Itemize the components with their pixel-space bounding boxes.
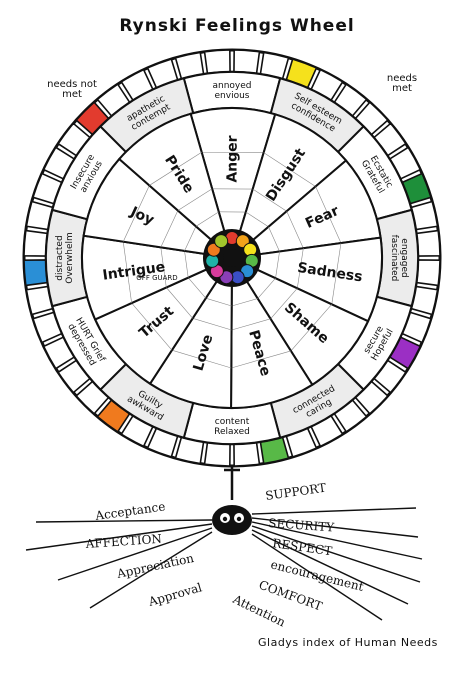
web-line: [122, 241, 132, 304]
page-title: Rynski Feelings Wheel: [119, 16, 355, 36]
web-line: [131, 302, 173, 351]
need-label-left: Acceptance: [93, 499, 166, 523]
spider-leg: [251, 529, 409, 605]
core-feeling-label: Anger: [224, 135, 240, 182]
spider-leg: [251, 517, 419, 538]
off-guard-label: OFF GUARD: [136, 274, 177, 282]
web-line: [286, 211, 304, 249]
needs-not-met-label: needs not met: [47, 79, 97, 100]
need-label-left: Appreciation: [115, 551, 196, 581]
spider-leg: [251, 507, 417, 515]
outer-feeling-label: distractedOverwhelm: [55, 232, 75, 284]
web-line: [195, 211, 219, 227]
spider-leg: [251, 521, 423, 560]
web-line: [231, 318, 271, 331]
web-line: [192, 318, 232, 331]
need-label-right: RESPECT: [272, 536, 333, 558]
hub-dot: [223, 249, 241, 267]
web-line: [331, 242, 342, 305]
spider-body: [212, 505, 252, 535]
web-line: [290, 304, 332, 352]
ring-tile: [203, 49, 231, 75]
footer-caption: Gladys index of Human Needs: [258, 636, 438, 649]
web-line: [245, 211, 269, 228]
spider-pupil: [222, 516, 228, 522]
ring-tile: [233, 49, 261, 75]
spider-leg: [35, 519, 213, 523]
needs-met-label: needs met: [386, 73, 418, 94]
web-line: [252, 188, 287, 212]
web-line: [275, 251, 280, 279]
web-line: [166, 287, 193, 319]
ring-tile: [203, 441, 231, 467]
ring-tile: [233, 441, 261, 467]
web-line: [160, 247, 167, 288]
web-line: [177, 188, 213, 211]
web-line: [263, 152, 316, 187]
web-line: [315, 186, 342, 244]
spider-leg: [25, 523, 213, 551]
web-line: [171, 349, 232, 369]
web-line: [160, 210, 179, 248]
web-line: [257, 278, 276, 299]
web-line: [231, 298, 258, 307]
hub-petal: [214, 234, 229, 249]
ring-tile: [23, 259, 49, 287]
ring-tile: [415, 229, 441, 257]
web-line: [187, 277, 207, 299]
web-line: [268, 226, 280, 252]
web-line: [149, 152, 202, 186]
web-line: [231, 350, 291, 369]
web-line: [122, 185, 150, 242]
need-label-left: Approval: [146, 580, 204, 609]
spider-leg: [251, 525, 421, 583]
web-line: [270, 288, 298, 320]
ring-tile: [23, 229, 49, 257]
spider-leg: [57, 527, 213, 581]
need-label-right: SUPPORT: [264, 481, 327, 503]
spider-pupil: [236, 516, 242, 522]
ring-tile: [415, 259, 441, 287]
web-line: [184, 250, 189, 278]
need-label-left: AFFECTION: [84, 532, 162, 551]
web-line: [205, 297, 232, 307]
outer-feeling-label: engagedfascinated: [390, 235, 410, 282]
web-line: [297, 248, 304, 289]
spider-leg: [251, 533, 383, 621]
spider-thread: [224, 466, 240, 500]
need-label-right: SECURITY: [268, 516, 336, 535]
web-line: [184, 226, 197, 251]
spider-leg: [89, 531, 213, 609]
